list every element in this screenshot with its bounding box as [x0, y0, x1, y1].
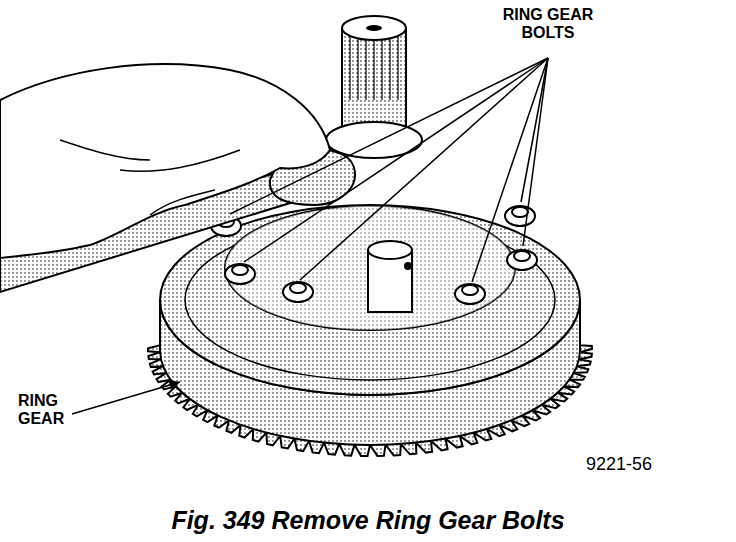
leader-arrowhead: [168, 380, 180, 390]
shaft-pin: [404, 262, 412, 270]
figure-caption: Fig. 349 Remove Ring Gear Bolts: [40, 506, 696, 535]
pinion-shaft-end: [368, 241, 412, 259]
hand-lines: [60, 140, 240, 215]
leader-lines: [72, 58, 548, 414]
part-label: RING GEAR BOLTS: [492, 6, 604, 43]
ring-gear-bolts: [211, 206, 537, 304]
part-label: RING GEAR: [18, 392, 76, 429]
splines: [350, 32, 398, 100]
hand: [0, 64, 330, 258]
shaft-top: [342, 16, 406, 40]
case-hub: [225, 206, 515, 330]
figure-number: 9221-56: [586, 454, 696, 475]
shaft-bore: [366, 25, 382, 31]
gear-face: [160, 205, 580, 395]
case-hub-shade: [225, 206, 515, 330]
